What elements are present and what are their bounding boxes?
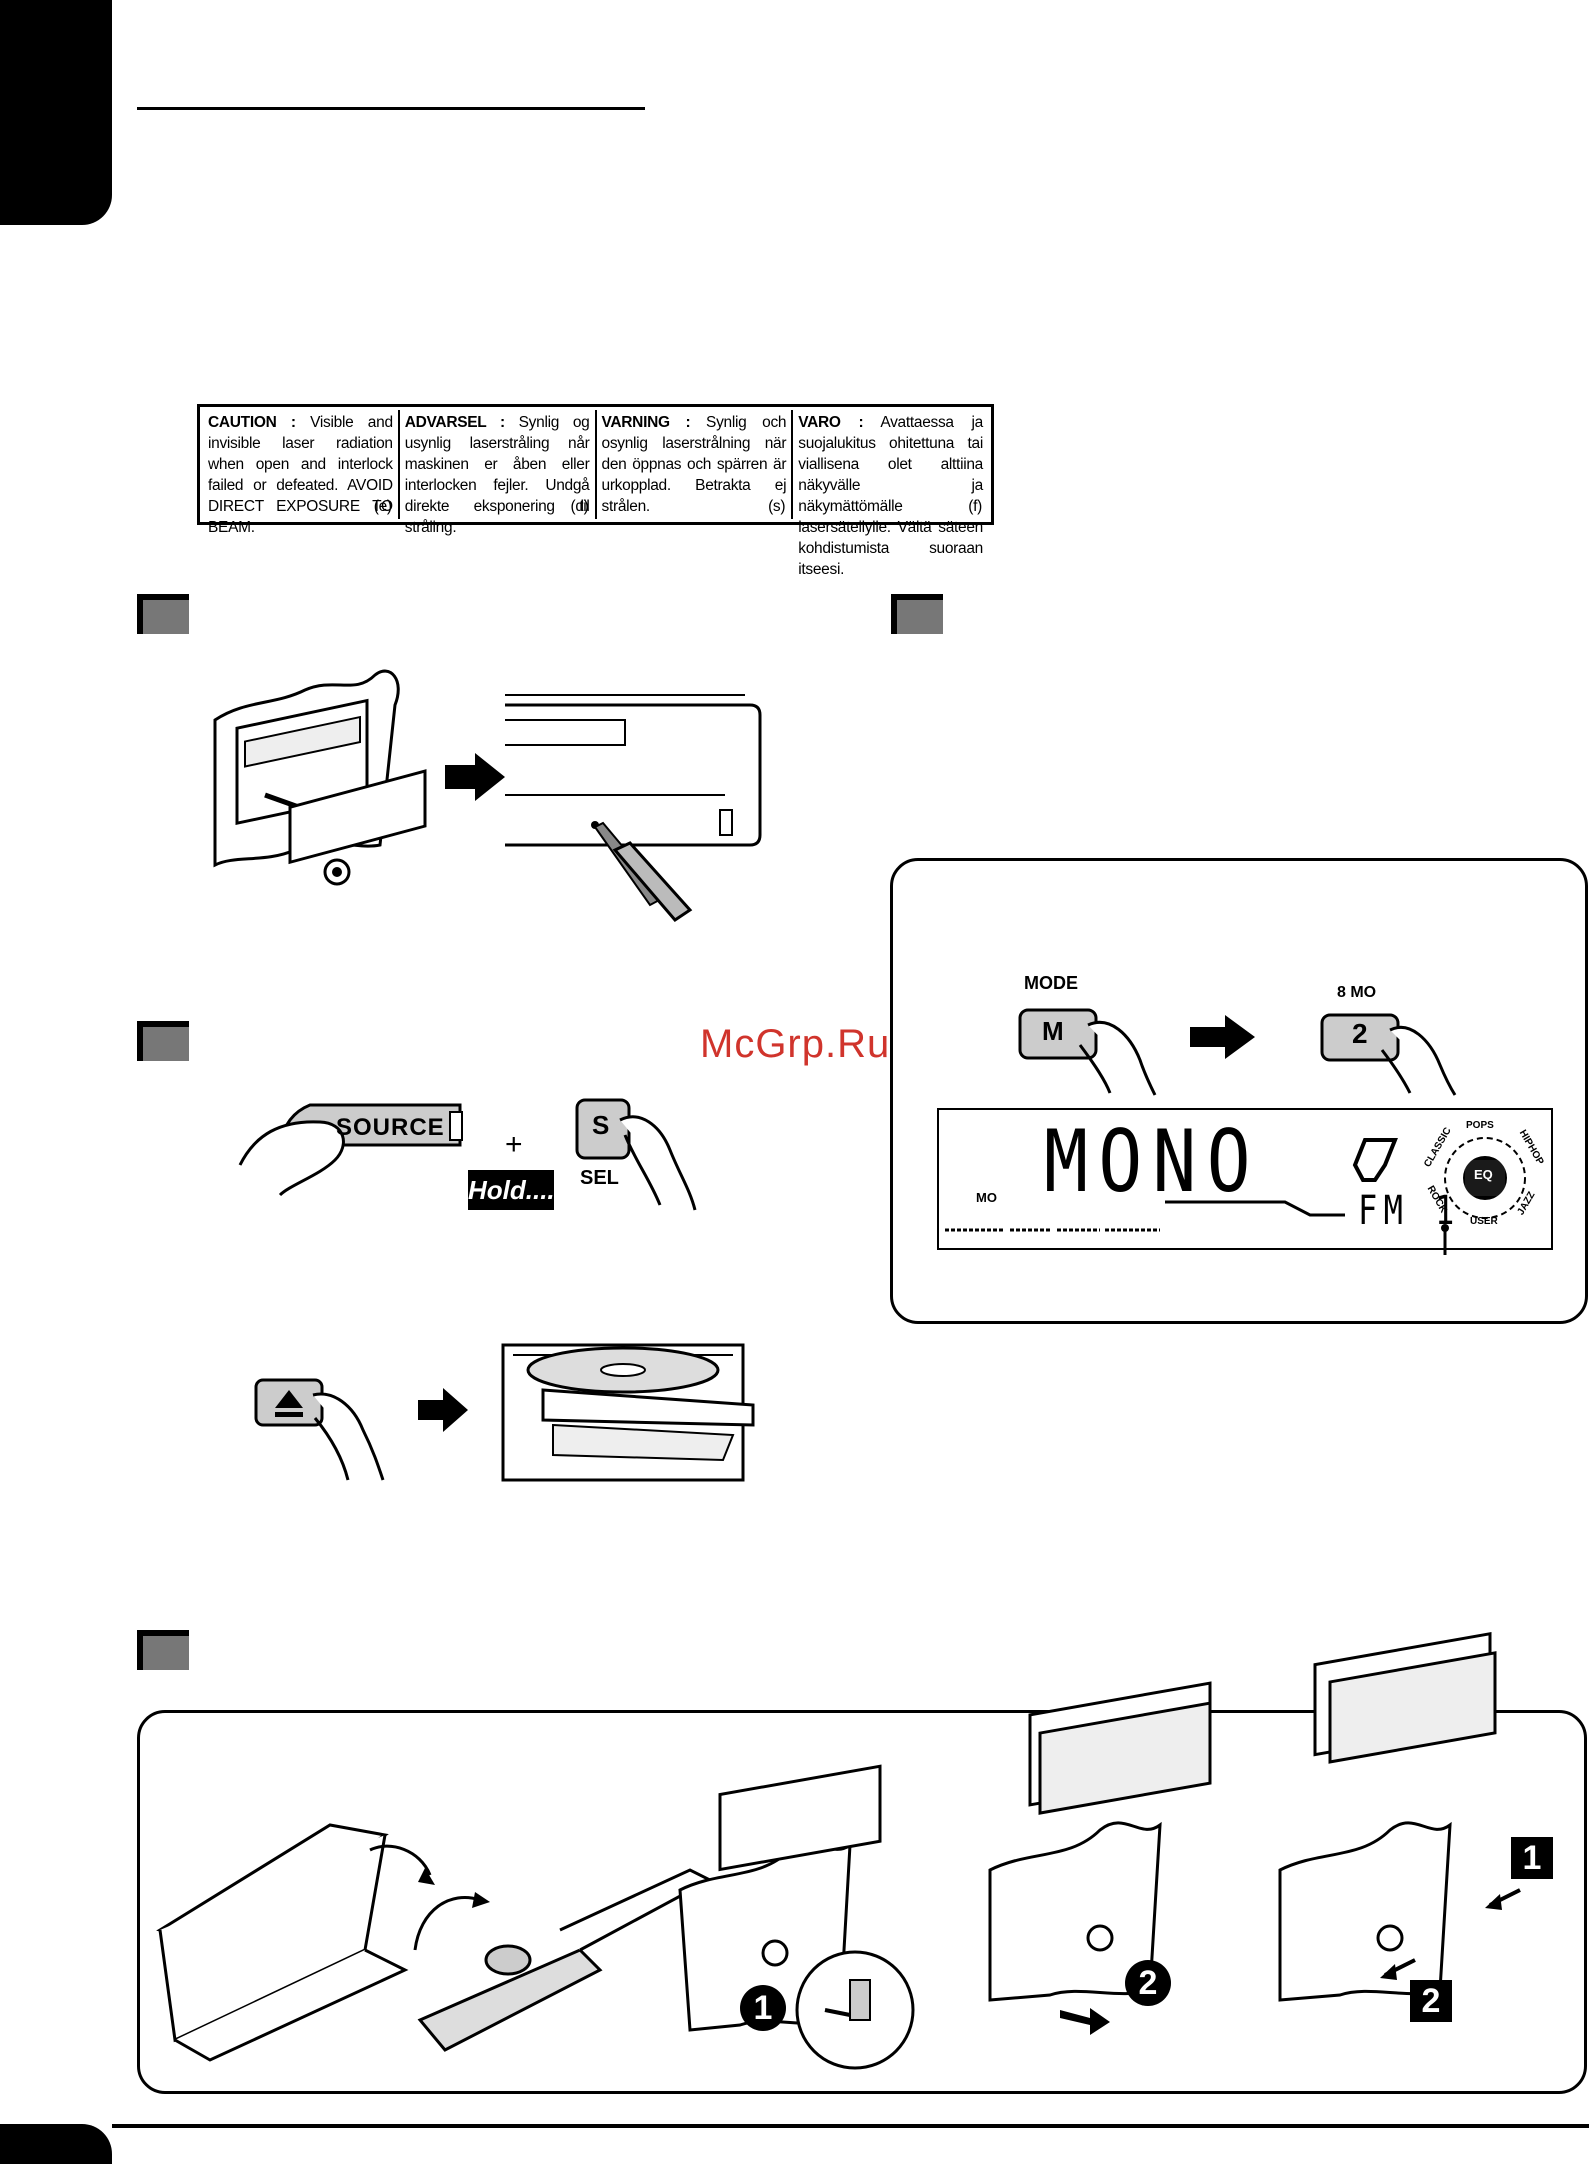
sel-label: SEL — [580, 1167, 619, 1189]
section-marker-mono — [891, 594, 943, 634]
mo-indicator: MO — [976, 1190, 997, 1205]
caution-cell-da: ADVARSEL : Synlig og usynlig laserstråli… — [400, 410, 597, 536]
caution-cell-fi: VARO : Avattaessa ja suojalukitus ohitet… — [798, 414, 984, 578]
section-marker-panel — [137, 1630, 189, 1670]
page-number-tab — [0, 2124, 112, 2164]
step-1-square: 1 — [1511, 1837, 1553, 1879]
panel-attach-illustration — [156, 1631, 1521, 2070]
eq-center-label: EQ — [1474, 1167, 1493, 1182]
plus-sign: + — [505, 1128, 523, 1161]
caution-cell-sv: VARNING : Synlig och osynlig laserstråln… — [597, 410, 794, 519]
lcd-graphics — [945, 1137, 1526, 1255]
panel-case-box — [137, 1710, 1587, 2094]
laser-caution-label: CAUTION : Visible and invisible laser ra… — [197, 404, 994, 578]
caution-cell-en: CAUTION : Visible and invisible laser ra… — [203, 410, 400, 536]
footer-rule — [112, 2124, 1589, 2128]
mode-preset-illustration — [1018, 1008, 1457, 1096]
eq-mode-user: USER — [1470, 1216, 1498, 1227]
section-marker-eject — [137, 1021, 189, 1061]
watermark: McGrp.Ru — [700, 1022, 891, 1066]
mono-panel — [890, 858, 1588, 1324]
preset-2-button[interactable]: 2 — [1352, 1018, 1368, 1049]
reset-illustration — [213, 669, 762, 922]
m-button[interactable]: M — [1042, 1016, 1064, 1046]
sel-button[interactable]: S — [592, 1110, 610, 1140]
source-button[interactable]: SOURCE — [336, 1114, 445, 1141]
step-1-circle: 1 — [740, 1985, 786, 2031]
mode-label: MODE — [1024, 973, 1078, 993]
preset-label: 8 MO — [1337, 984, 1377, 1001]
language-tab — [0, 0, 112, 225]
title-rule — [137, 107, 645, 110]
lcd-band-text: FM 1 — [1358, 1188, 1461, 1234]
step-2-square: 2 — [1410, 1980, 1452, 2022]
eq-mode-pops: POPS — [1466, 1120, 1494, 1131]
section-marker-reset — [137, 594, 189, 634]
eject-illustration — [254, 1343, 755, 1482]
lcd-main-text: MONO — [1044, 1112, 1261, 1212]
hold-label: Hold.... — [468, 1170, 555, 1210]
step-2-circle: 2 — [1125, 1960, 1171, 2006]
source-sel-illustration — [238, 1098, 697, 1211]
